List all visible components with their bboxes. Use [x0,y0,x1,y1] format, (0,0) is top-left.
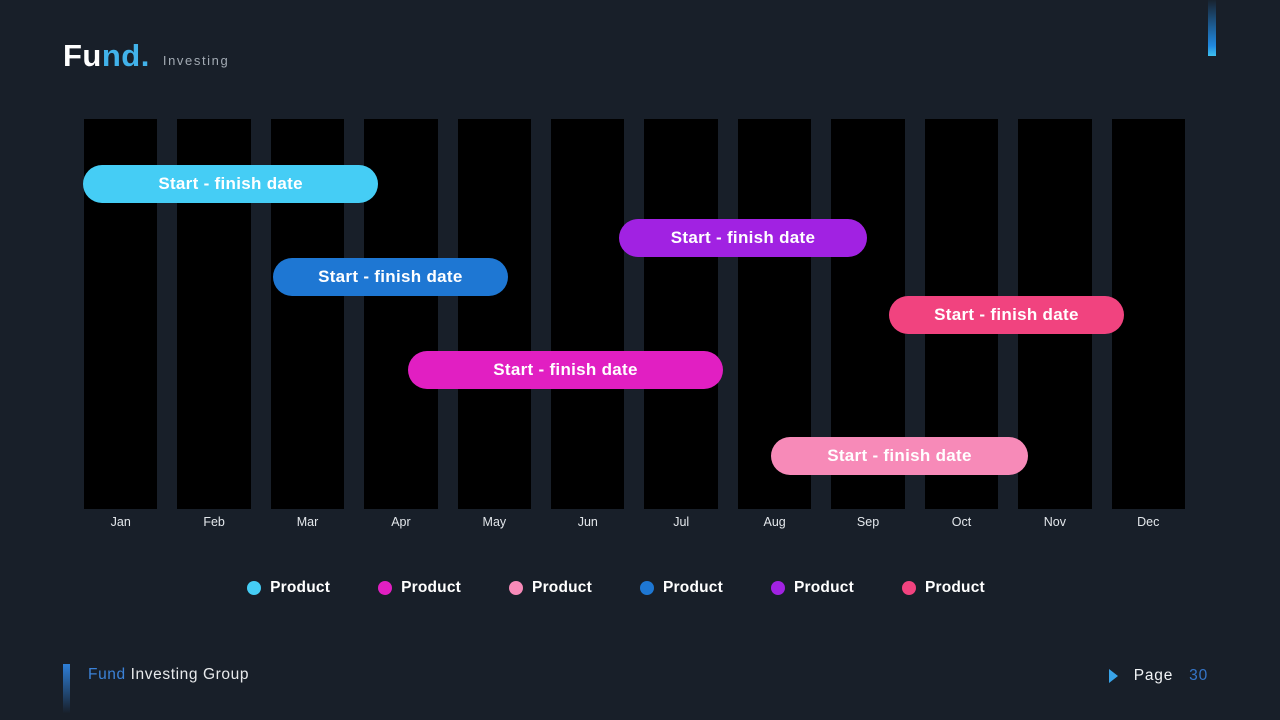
month-label: Jul [673,515,690,529]
task-bar: Start - finish date [83,165,379,203]
footer-brand-accent: Fund [88,666,126,683]
legend-item: Product [770,579,854,597]
task-bar: Start - finish date [272,258,509,296]
play-icon [1108,669,1118,683]
legend-dot-icon [378,581,393,595]
legend-item: Product [378,579,461,597]
legend-dot-icon [640,581,654,595]
task-bar: Start - finish date [619,219,867,257]
month-column [457,119,532,509]
logo-wordmark: Fund. [63,40,150,71]
legend-label: Product [793,579,854,596]
month-label: Jan [110,515,131,529]
legend-item: Product [640,579,723,597]
legend-dot-icon [901,581,916,595]
logo-text-primary: Fu [63,38,102,73]
month-label: May [482,515,507,529]
month-label: Aug [763,515,786,529]
task-bar: Start - finish date [408,351,723,389]
month-label: Oct [951,515,972,529]
task-bar: Start - finish date [770,437,1029,475]
month-column [1111,119,1185,509]
footer-brand: Fund Investing Group [88,666,249,684]
month-column [644,119,718,509]
legend-dot-icon [770,581,785,595]
month-label: Feb [203,515,225,529]
legend-dot-icon [247,581,262,595]
page-indicator: Page 30 [1108,667,1208,685]
month-label: Jun [577,515,598,529]
legend-item: Product [247,579,330,597]
legend-label: Product [401,579,462,596]
logo-tagline: Investing [162,53,230,68]
month-label: Sep [856,515,880,529]
month-column [551,119,625,509]
footer-accent-bar [63,664,70,716]
month-label: Apr [391,515,411,529]
logo-text-accent: nd. [101,38,150,73]
page-number: 30 [1189,667,1208,684]
page-label: Page [1133,667,1174,684]
legend-label: Product [532,579,592,596]
legend-item: Product [509,579,592,597]
month-labels: Jan Feb Mar Apr May Jun Jul Aug Sep Oct Nov Dec [84,515,1185,529]
legend-item: Product [901,579,985,597]
legend: Product Product Product Product Product Produ… [0,579,1256,597]
month-label: Mar [296,515,319,529]
legend-label: Product [663,579,723,596]
footer-brand-rest: Investing Group [125,666,250,683]
top-right-accent-bar [1208,0,1216,56]
legend-label: Product [270,579,331,596]
month-label: Nov [1043,515,1066,529]
month-label: Dec [1137,515,1160,529]
legend-dot-icon [509,581,524,595]
task-bar: Start - finish date [889,296,1124,334]
header-logo: Fund. Investing [63,40,229,71]
legend-label: Product [924,579,985,596]
